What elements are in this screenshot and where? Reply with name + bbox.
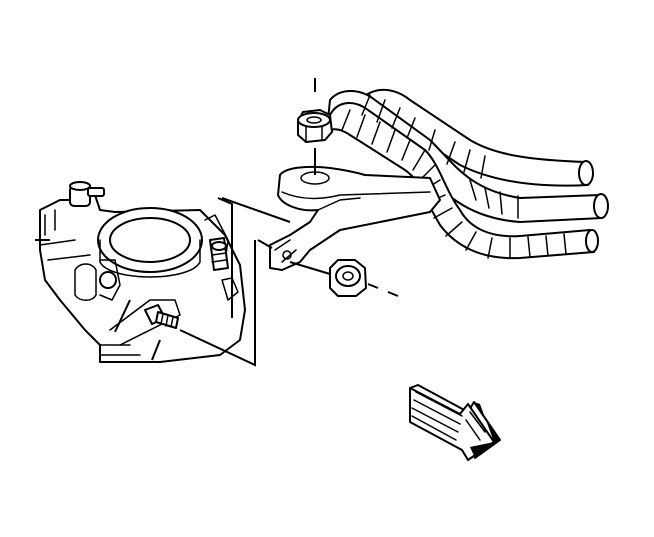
- leader-lines: [35, 197, 331, 367]
- direction-arrow: [409, 384, 501, 461]
- throttle-body: [39, 181, 246, 363]
- nut-side: [329, 259, 399, 297]
- hoses: [325, 88, 609, 260]
- stud: [144, 304, 179, 329]
- hose-bracket: [269, 165, 441, 271]
- nut-top: [297, 78, 333, 175]
